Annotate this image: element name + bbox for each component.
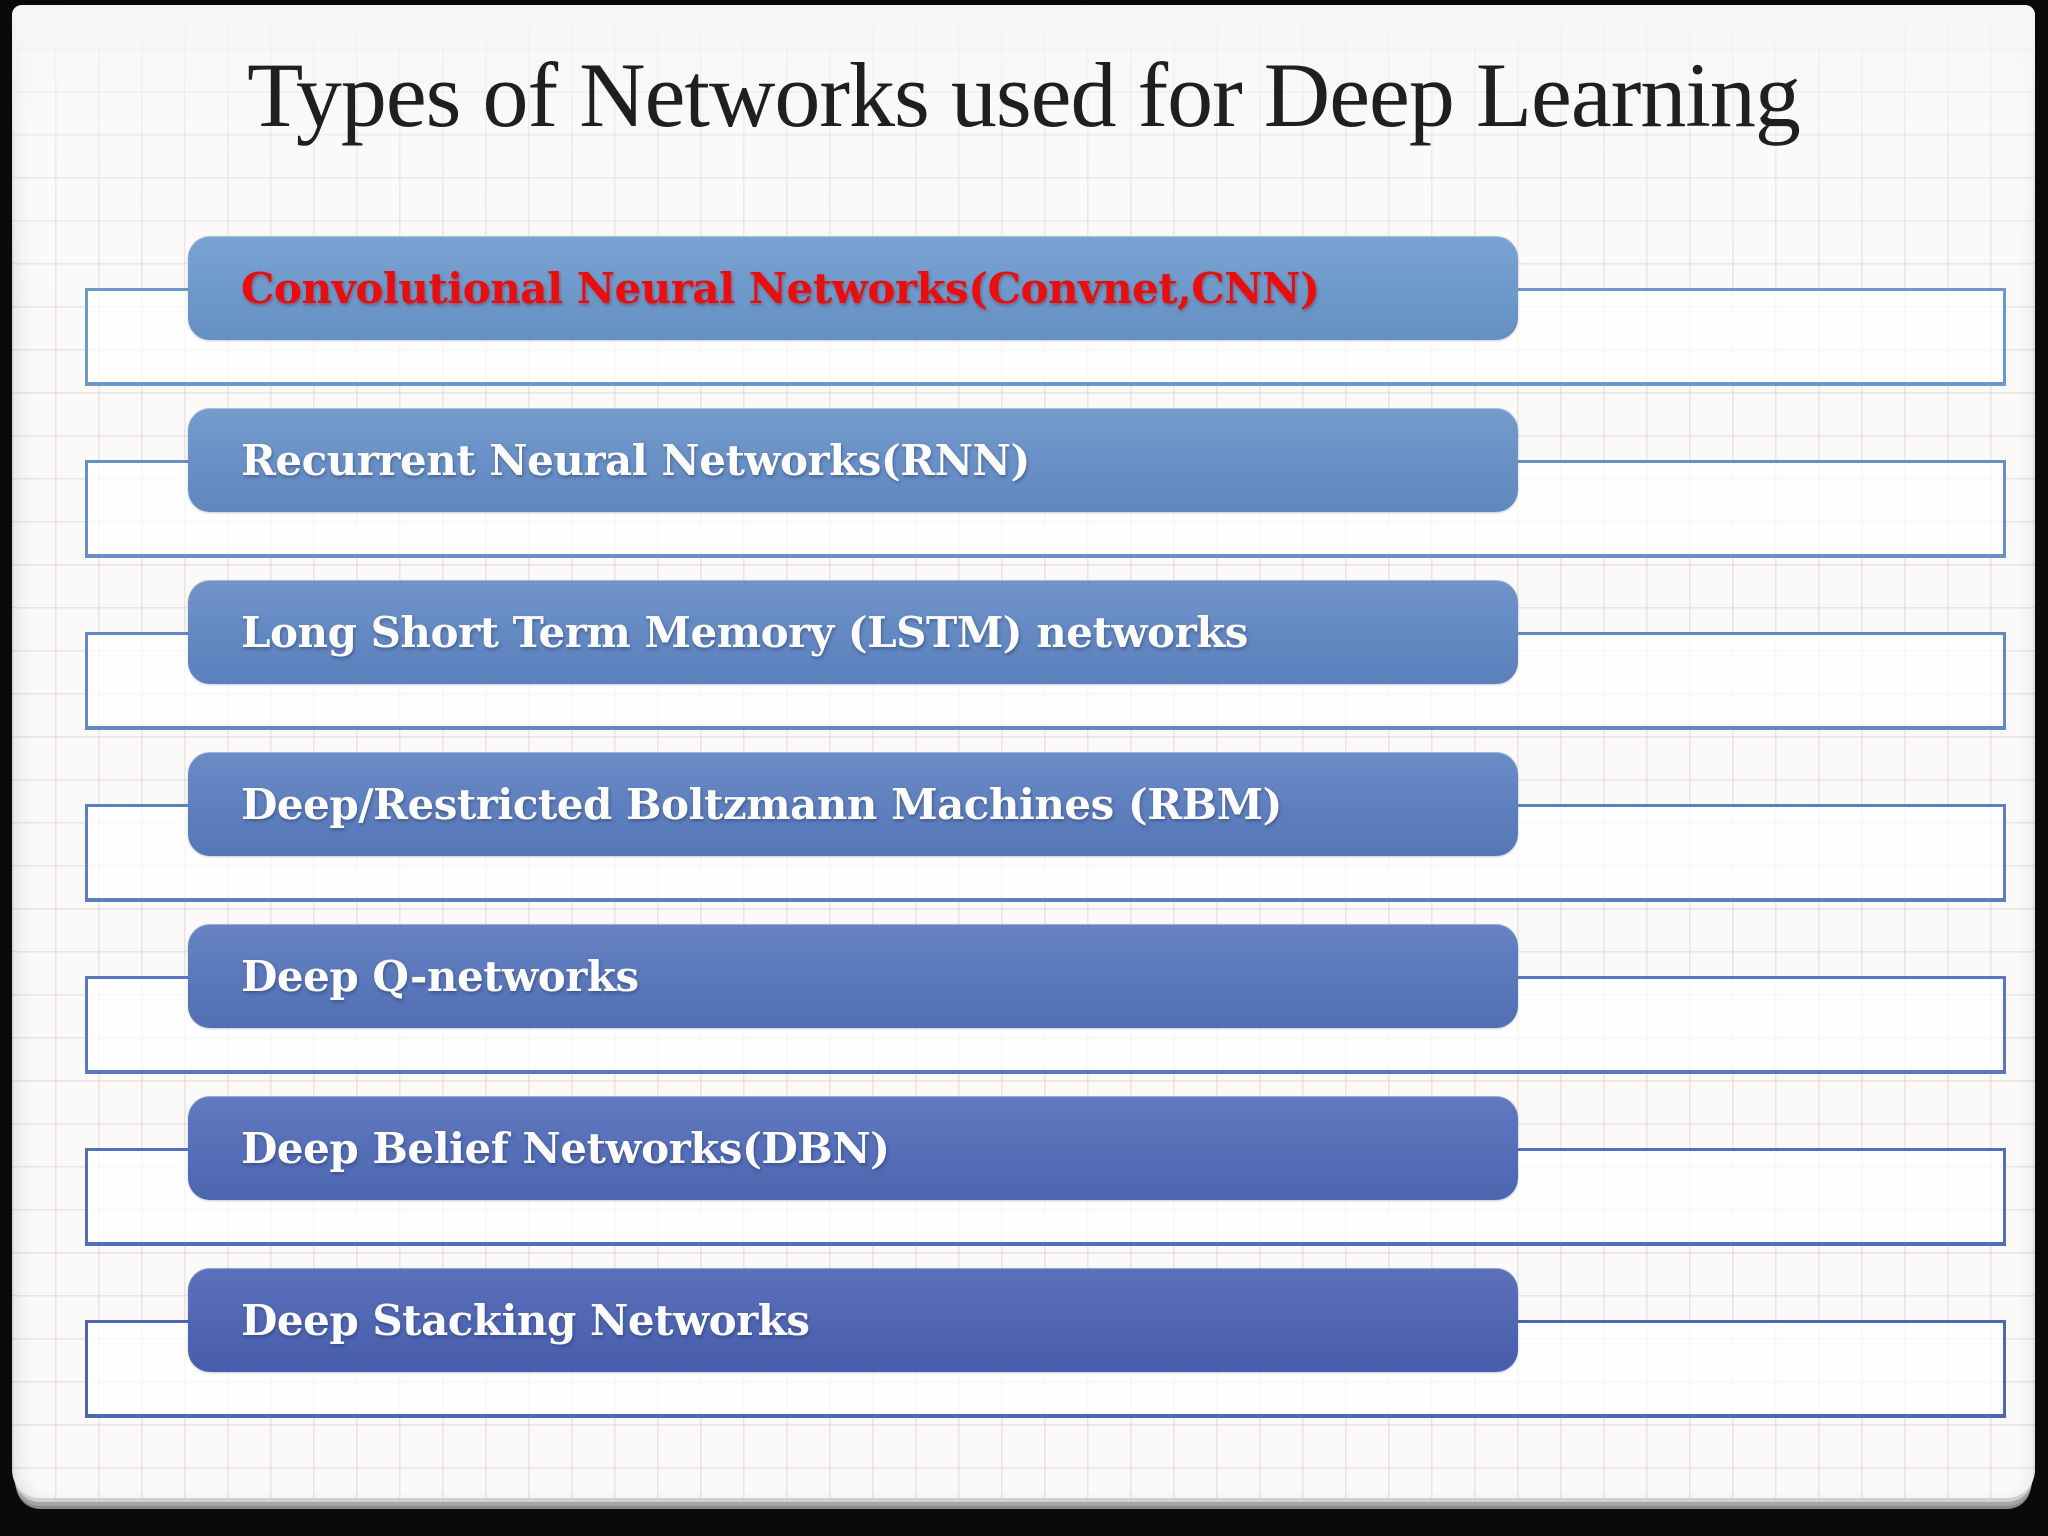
list-item: Deep Q-networks — [12, 924, 2035, 1074]
bar-label: Recurrent Neural Networks(RNN) — [241, 435, 1030, 485]
bar-label: Deep/Restricted Boltzmann Machines (RBM) — [241, 779, 1283, 829]
bar-label: Deep Belief Networks(DBN) — [241, 1123, 890, 1173]
list-item: Convolutional Neural Networks(Convnet,CN… — [12, 236, 2035, 386]
bar-label: Convolutional Neural Networks(Convnet,CN… — [241, 263, 1320, 313]
list-item: Deep Stacking Networks — [12, 1268, 2035, 1418]
list-item: Deep/Restricted Boltzmann Machines (RBM) — [12, 752, 2035, 902]
list-item: Deep Belief Networks(DBN) — [12, 1096, 2035, 1246]
list-item: Recurrent Neural Networks(RNN) — [12, 408, 2035, 558]
bar-label: Deep Q-networks — [241, 951, 639, 1001]
bar-label: Long Short Term Memory (LSTM) networks — [241, 607, 1248, 657]
network-bar: Deep Stacking Networks — [188, 1268, 1518, 1372]
network-bar: Deep Q-networks — [188, 924, 1518, 1028]
bar-label: Deep Stacking Networks — [241, 1295, 810, 1345]
list-item: Long Short Term Memory (LSTM) networks — [12, 580, 2035, 730]
network-bar: Recurrent Neural Networks(RNN) — [188, 408, 1518, 512]
network-bar: Deep Belief Networks(DBN) — [188, 1096, 1518, 1200]
network-bar: Deep/Restricted Boltzmann Machines (RBM) — [188, 752, 1518, 856]
network-bar: Convolutional Neural Networks(Convnet,CN… — [188, 236, 1518, 340]
network-bar: Long Short Term Memory (LSTM) networks — [188, 580, 1518, 684]
slide-canvas: Types of Networks used for Deep Learning… — [12, 5, 2035, 1498]
page-title: Types of Networks used for Deep Learning — [247, 44, 1801, 146]
